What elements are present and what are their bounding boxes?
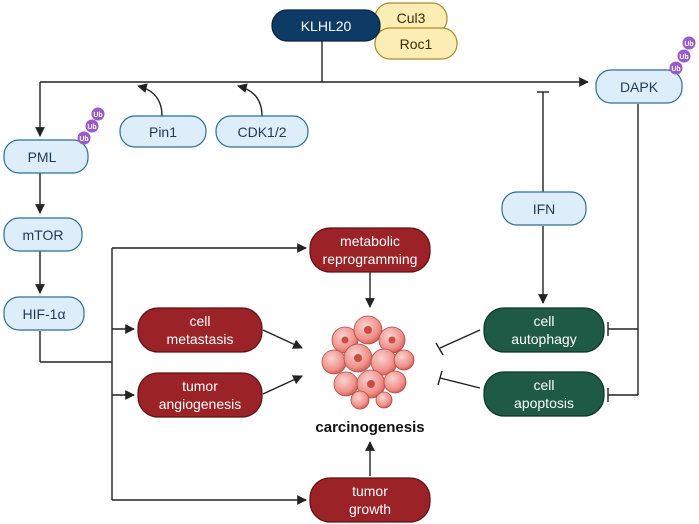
ub-circle <box>91 107 105 121</box>
apoptosis-inhibit <box>439 377 481 389</box>
tumor-cell-cluster-icon <box>321 315 415 410</box>
hif-pill <box>3 296 85 331</box>
cdk-arrow <box>237 83 263 117</box>
dapk-ub-chain: Ub Ub Ub <box>669 36 696 75</box>
autophagy-pill <box>483 307 605 353</box>
klhl20-complex: Cul3 Roc1 KLHL20 <box>271 2 458 60</box>
connectors <box>35 41 639 505</box>
ub-circle <box>77 131 91 145</box>
growth-label-line2: growth <box>349 501 391 517</box>
dapk-pill <box>595 69 683 104</box>
mtor-pill <box>3 217 83 252</box>
light-nodes: DAPK PML Pin1 CDK1/2 mTOR HIF-1α IFN <box>3 69 683 331</box>
klhl20-pill <box>271 9 381 42</box>
pml-pill <box>3 139 89 174</box>
ub-circle <box>682 36 696 50</box>
angiogenesis-label-line2: angiogenesis <box>159 396 242 412</box>
metabolic-label-line2: reprogramming <box>323 251 418 267</box>
pml-label: PML <box>28 149 57 165</box>
carcinogenesis-label: carcinogenesis <box>315 419 424 436</box>
autophagy-inhibit <box>439 329 481 349</box>
ub-circle <box>85 119 99 133</box>
roc1-pill <box>374 27 458 60</box>
roc1-label: Roc1 <box>400 36 433 52</box>
oncogenic-effects: metabolic reprogramming cell metastasis … <box>137 227 431 523</box>
ub-circle <box>669 61 683 75</box>
metabolic-label-line1: metabolic <box>340 233 400 249</box>
metabolic-pill <box>309 227 431 273</box>
cul3-label: Cul3 <box>397 10 426 26</box>
ub-label: Ub <box>679 54 688 61</box>
ub-label: Ub <box>684 41 693 48</box>
angiogenesis-label-line1: tumor <box>182 378 218 394</box>
metastasis-to-center <box>262 329 303 349</box>
mtor-label: mTOR <box>23 227 64 243</box>
ub-circle <box>677 49 691 63</box>
apoptosis-inhibit-bar <box>437 370 443 386</box>
ub-label: Ub <box>87 124 96 131</box>
growth-pill <box>309 477 431 523</box>
angiogenesis-to-center <box>262 375 303 395</box>
growth-label-line1: tumor <box>352 483 388 499</box>
cdk-pill <box>215 115 309 148</box>
ub-label: Ub <box>93 112 102 119</box>
apoptosis-label-line2: apoptosis <box>514 395 574 411</box>
apoptosis-label-line1: cell <box>533 377 554 393</box>
autophagy-label-line1: cell <box>533 313 554 329</box>
ifn-label: IFN <box>533 201 556 217</box>
angiogenesis-pill <box>137 372 263 418</box>
ub-label: Ub <box>79 136 88 143</box>
klhl20-label: KLHL20 <box>301 18 352 34</box>
metastasis-label-line2: metastasis <box>167 331 234 347</box>
pml-ub-chain: Ub Ub Ub <box>77 107 105 145</box>
pin1-arrow <box>137 83 163 117</box>
cdk-label: CDK1/2 <box>237 124 286 140</box>
apoptosis-pill <box>483 371 605 417</box>
autophagy-inhibit-bar <box>435 342 444 356</box>
dapk-label: DAPK <box>620 79 659 95</box>
pin1-pill <box>119 115 207 148</box>
autophagy-label-line2: autophagy <box>511 331 576 347</box>
suppressive-effects: cell autophagy cell apoptosis <box>483 307 605 417</box>
ifn-pill <box>501 191 587 226</box>
metastasis-pill <box>137 307 263 353</box>
ub-label: Ub <box>671 66 680 73</box>
pin1-label: Pin1 <box>149 124 177 140</box>
hif-label: HIF-1α <box>22 306 65 322</box>
metastasis-label-line1: cell <box>189 313 210 329</box>
